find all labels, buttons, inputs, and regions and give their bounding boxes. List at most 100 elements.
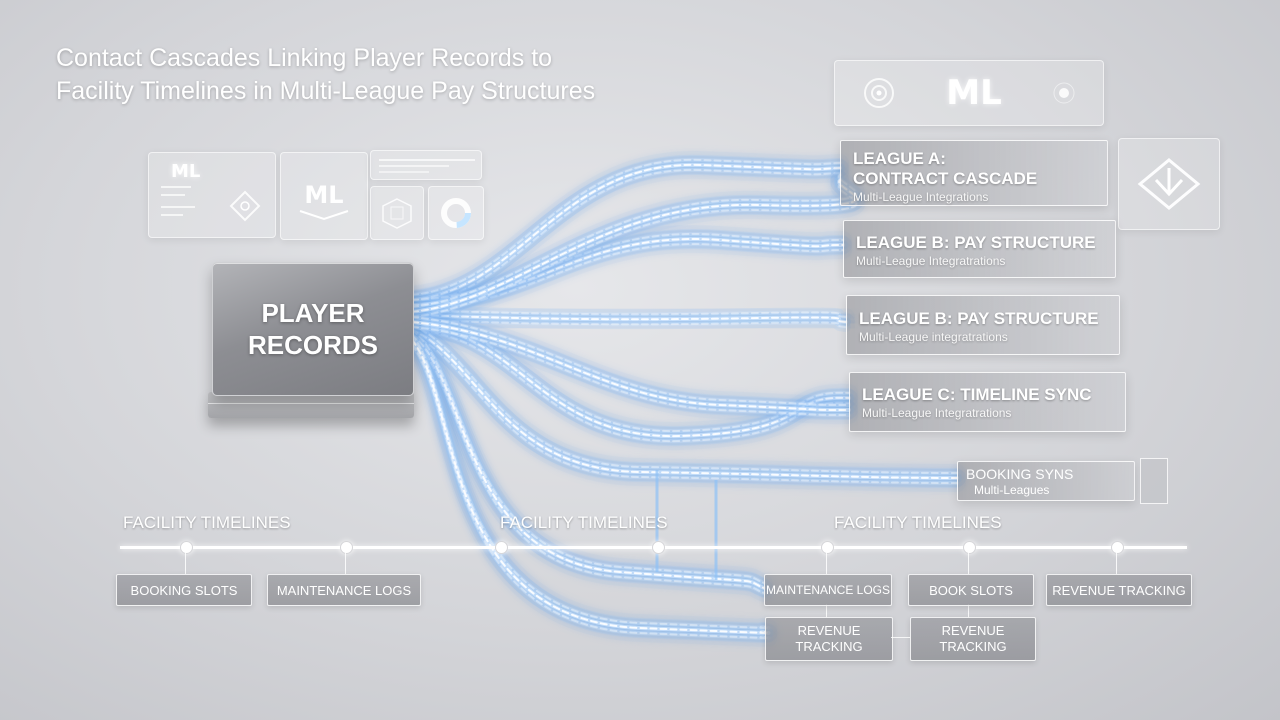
revenue-connector — [891, 637, 910, 638]
contact-stream — [407, 330, 962, 488]
timeline-node[interactable] — [1111, 541, 1124, 554]
revenue-tracking-box-3[interactable]: REVENUE TRACKING — [910, 617, 1036, 661]
timeline-node[interactable] — [495, 541, 508, 554]
contact-stream — [407, 154, 845, 300]
contact-stream — [410, 308, 848, 319]
stream-group — [403, 150, 966, 647]
contact-stream — [411, 314, 847, 323]
contact-stream — [407, 315, 851, 332]
facility-timelines-label-1: FACILITY TIMELINES — [123, 513, 291, 532]
contact-stream — [411, 329, 850, 443]
facility-timelines-label-3: FACILITY TIMELINES — [834, 513, 1002, 532]
revenue-tracking-box-1[interactable]: REVENUE TRACKING — [1046, 574, 1192, 606]
cube-card — [370, 186, 424, 240]
list-lines-icon — [161, 186, 261, 222]
timeline-tick — [968, 552, 969, 574]
maintenance-logs-box-2[interactable]: MAINTENANCE LOGS — [764, 574, 892, 606]
timeline-tick — [968, 604, 969, 618]
contact-stream — [410, 318, 848, 329]
revenue-2-line-2: TRACKING — [795, 639, 863, 654]
timeline-tick — [826, 552, 827, 574]
player-records-node[interactable]: PLAYER RECORDS — [212, 262, 414, 396]
league-c-subtitle: Multi-League Integratrations — [862, 406, 1012, 420]
booking-sync-title: BOOKING SYNS — [966, 466, 1074, 482]
player-label-line-2: RECORDS — [247, 330, 378, 360]
facility-timelines-label-2: FACILITY TIMELINES — [500, 513, 668, 532]
maintenance-logs-box-1[interactable]: MAINTENANCE LOGS — [267, 574, 421, 606]
timeline-tick — [185, 552, 186, 574]
league-b-pay-structure-2[interactable]: LEAGUE B: PAY STRUCTURE Multi-League int… — [846, 295, 1120, 355]
revenue-tracking-box-2[interactable]: REVENUE TRACKING — [765, 617, 893, 661]
booking-sync-subtitle: Multi-Leagues — [974, 483, 1050, 497]
timeline-node[interactable] — [963, 541, 976, 554]
booking-slots-box[interactable]: BOOKING SLOTS — [116, 574, 252, 606]
page-title: Contact Cascades Linking Player Records … — [56, 42, 756, 108]
contact-stream — [411, 316, 850, 406]
contact-stream — [411, 334, 958, 484]
contact-stream — [411, 163, 841, 301]
league-b-pay-structure-1[interactable]: LEAGUE B: PAY STRUCTURE Multi-League Int… — [843, 220, 1116, 278]
league-a-title-line-2: CONTRACT CASCADE — [853, 169, 1038, 188]
target-icon — [863, 78, 894, 108]
timeline-tick — [345, 552, 346, 574]
timeline-node[interactable] — [652, 541, 665, 554]
contact-stream — [411, 334, 765, 589]
league-a-subtitle: Multi-League Integrations — [853, 190, 989, 204]
contact-stream — [411, 339, 765, 594]
timeline-node[interactable] — [821, 541, 834, 554]
booking-sync-stub — [1140, 458, 1168, 504]
contact-stream — [411, 326, 850, 416]
contact-stream — [411, 309, 847, 318]
contact-stream — [410, 323, 959, 475]
league-b2-title: LEAGUE B: PAY STRUCTURE — [859, 309, 1099, 328]
revenue-3-line-1: REVENUE — [941, 623, 1005, 638]
ml-list-card: ML — [148, 152, 276, 238]
header-lines-icon — [379, 159, 475, 173]
donut-card — [428, 186, 484, 240]
league-b1-subtitle: Multi-League Integratrations — [856, 254, 1006, 268]
ml-logo-text: ML — [946, 73, 1002, 113]
timeline-node[interactable] — [180, 541, 193, 554]
revenue-2-line-1: REVENUE — [797, 623, 861, 638]
contact-stream — [407, 305, 851, 322]
title-line-1: Contact Cascades Linking Player Records … — [56, 44, 553, 72]
arrow-shield-icon — [1137, 158, 1201, 210]
cube-icon — [382, 198, 412, 229]
contact-stream — [410, 157, 842, 297]
contact-stream — [411, 158, 841, 296]
ml-logo-panel: ML — [834, 60, 1104, 126]
league-a-title: LEAGUE A: CONTRACT CASCADE — [853, 149, 1095, 189]
book-slots-box[interactable]: BOOK SLOTS — [908, 574, 1034, 606]
contact-stream — [407, 322, 854, 420]
player-records-base — [208, 392, 414, 418]
league-c-timeline-sync[interactable]: LEAGUE C: TIMELINE SYNC Multi-League Int… — [849, 372, 1126, 432]
contact-stream — [411, 319, 847, 328]
title-line-2: Facility Timelines in Multi-League Pay S… — [56, 77, 596, 105]
contact-stream — [407, 320, 962, 478]
ml-emblem-card: ML — [280, 152, 368, 240]
contact-stream — [410, 333, 959, 485]
contact-stream — [411, 321, 850, 411]
timeline-node[interactable] — [340, 541, 353, 554]
contact-stream — [411, 329, 765, 584]
gear-icon — [1053, 82, 1075, 104]
contact-stream — [411, 329, 958, 479]
booking-sync-box[interactable]: BOOKING SYNS Multi-Leagues — [957, 461, 1135, 501]
league-a-contract-cascade[interactable]: LEAGUE A: CONTRACT CASCADE Multi-League … — [840, 140, 1108, 206]
contact-stream — [407, 312, 854, 410]
ml-emblem-icon: ML — [299, 181, 349, 221]
contact-stream — [410, 325, 851, 417]
timeline-tick — [1116, 552, 1117, 574]
ml-card-text: ML — [171, 161, 201, 182]
player-records-label: PLAYER RECORDS — [248, 297, 378, 361]
contact-stream — [403, 311, 855, 336]
league-a-title-line-1: LEAGUE A: — [853, 149, 946, 168]
contact-stream — [403, 318, 858, 424]
league-c-title: LEAGUE C: TIMELINE SYNC — [862, 385, 1092, 404]
svg-text:ML: ML — [304, 181, 343, 209]
league-b1-title: LEAGUE B: PAY STRUCTURE — [856, 233, 1096, 252]
arrow-shield-card — [1118, 138, 1220, 230]
player-label-line-1: PLAYER — [261, 298, 365, 328]
